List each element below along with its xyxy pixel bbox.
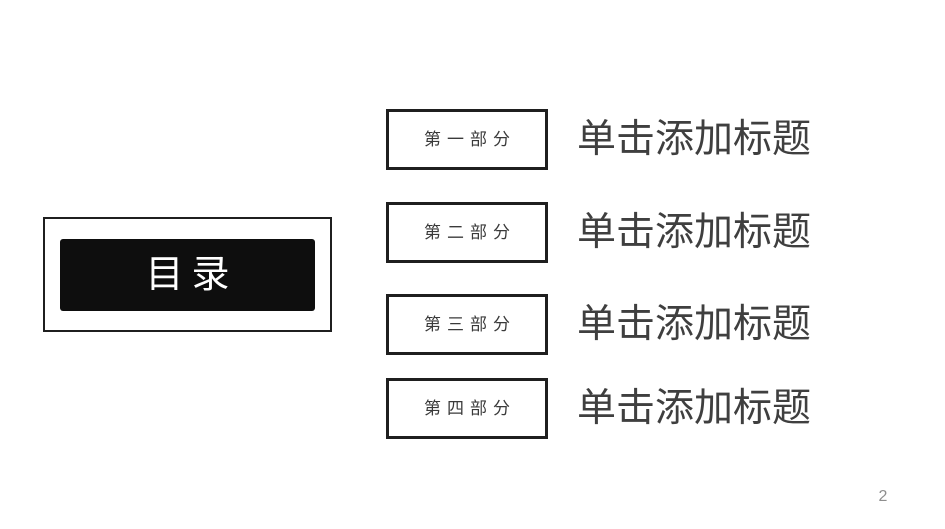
part-label-1: 第一部分 bbox=[424, 130, 516, 149]
toc-frame: 目录 bbox=[43, 217, 332, 332]
toc-title-box[interactable]: 目录 bbox=[60, 238, 315, 311]
section-row-3: 第三部分 单击添加标题 bbox=[386, 294, 811, 355]
part-box-1[interactable]: 第一部分 bbox=[386, 109, 548, 170]
part-box-2[interactable]: 第二部分 bbox=[386, 202, 548, 263]
toc-title: 目录 bbox=[145, 253, 238, 296]
part-label-2: 第二部分 bbox=[424, 223, 516, 242]
part-label-3: 第三部分 bbox=[424, 315, 516, 334]
section-title-placeholder-4[interactable]: 单击添加标题 bbox=[577, 387, 812, 430]
section-row-4: 第四部分 单击添加标题 bbox=[386, 378, 811, 439]
section-title-placeholder-2[interactable]: 单击添加标题 bbox=[577, 211, 812, 254]
part-box-4[interactable]: 第四部分 bbox=[386, 378, 548, 439]
part-box-3[interactable]: 第三部分 bbox=[386, 294, 548, 355]
section-row-1: 第一部分 单击添加标题 bbox=[386, 109, 811, 170]
part-label-4: 第四部分 bbox=[424, 399, 516, 418]
section-title-placeholder-3[interactable]: 单击添加标题 bbox=[577, 303, 812, 346]
page-number: 2 bbox=[878, 488, 888, 505]
section-title-placeholder-1[interactable]: 单击添加标题 bbox=[577, 118, 812, 161]
section-row-2: 第二部分 单击添加标题 bbox=[386, 202, 811, 263]
